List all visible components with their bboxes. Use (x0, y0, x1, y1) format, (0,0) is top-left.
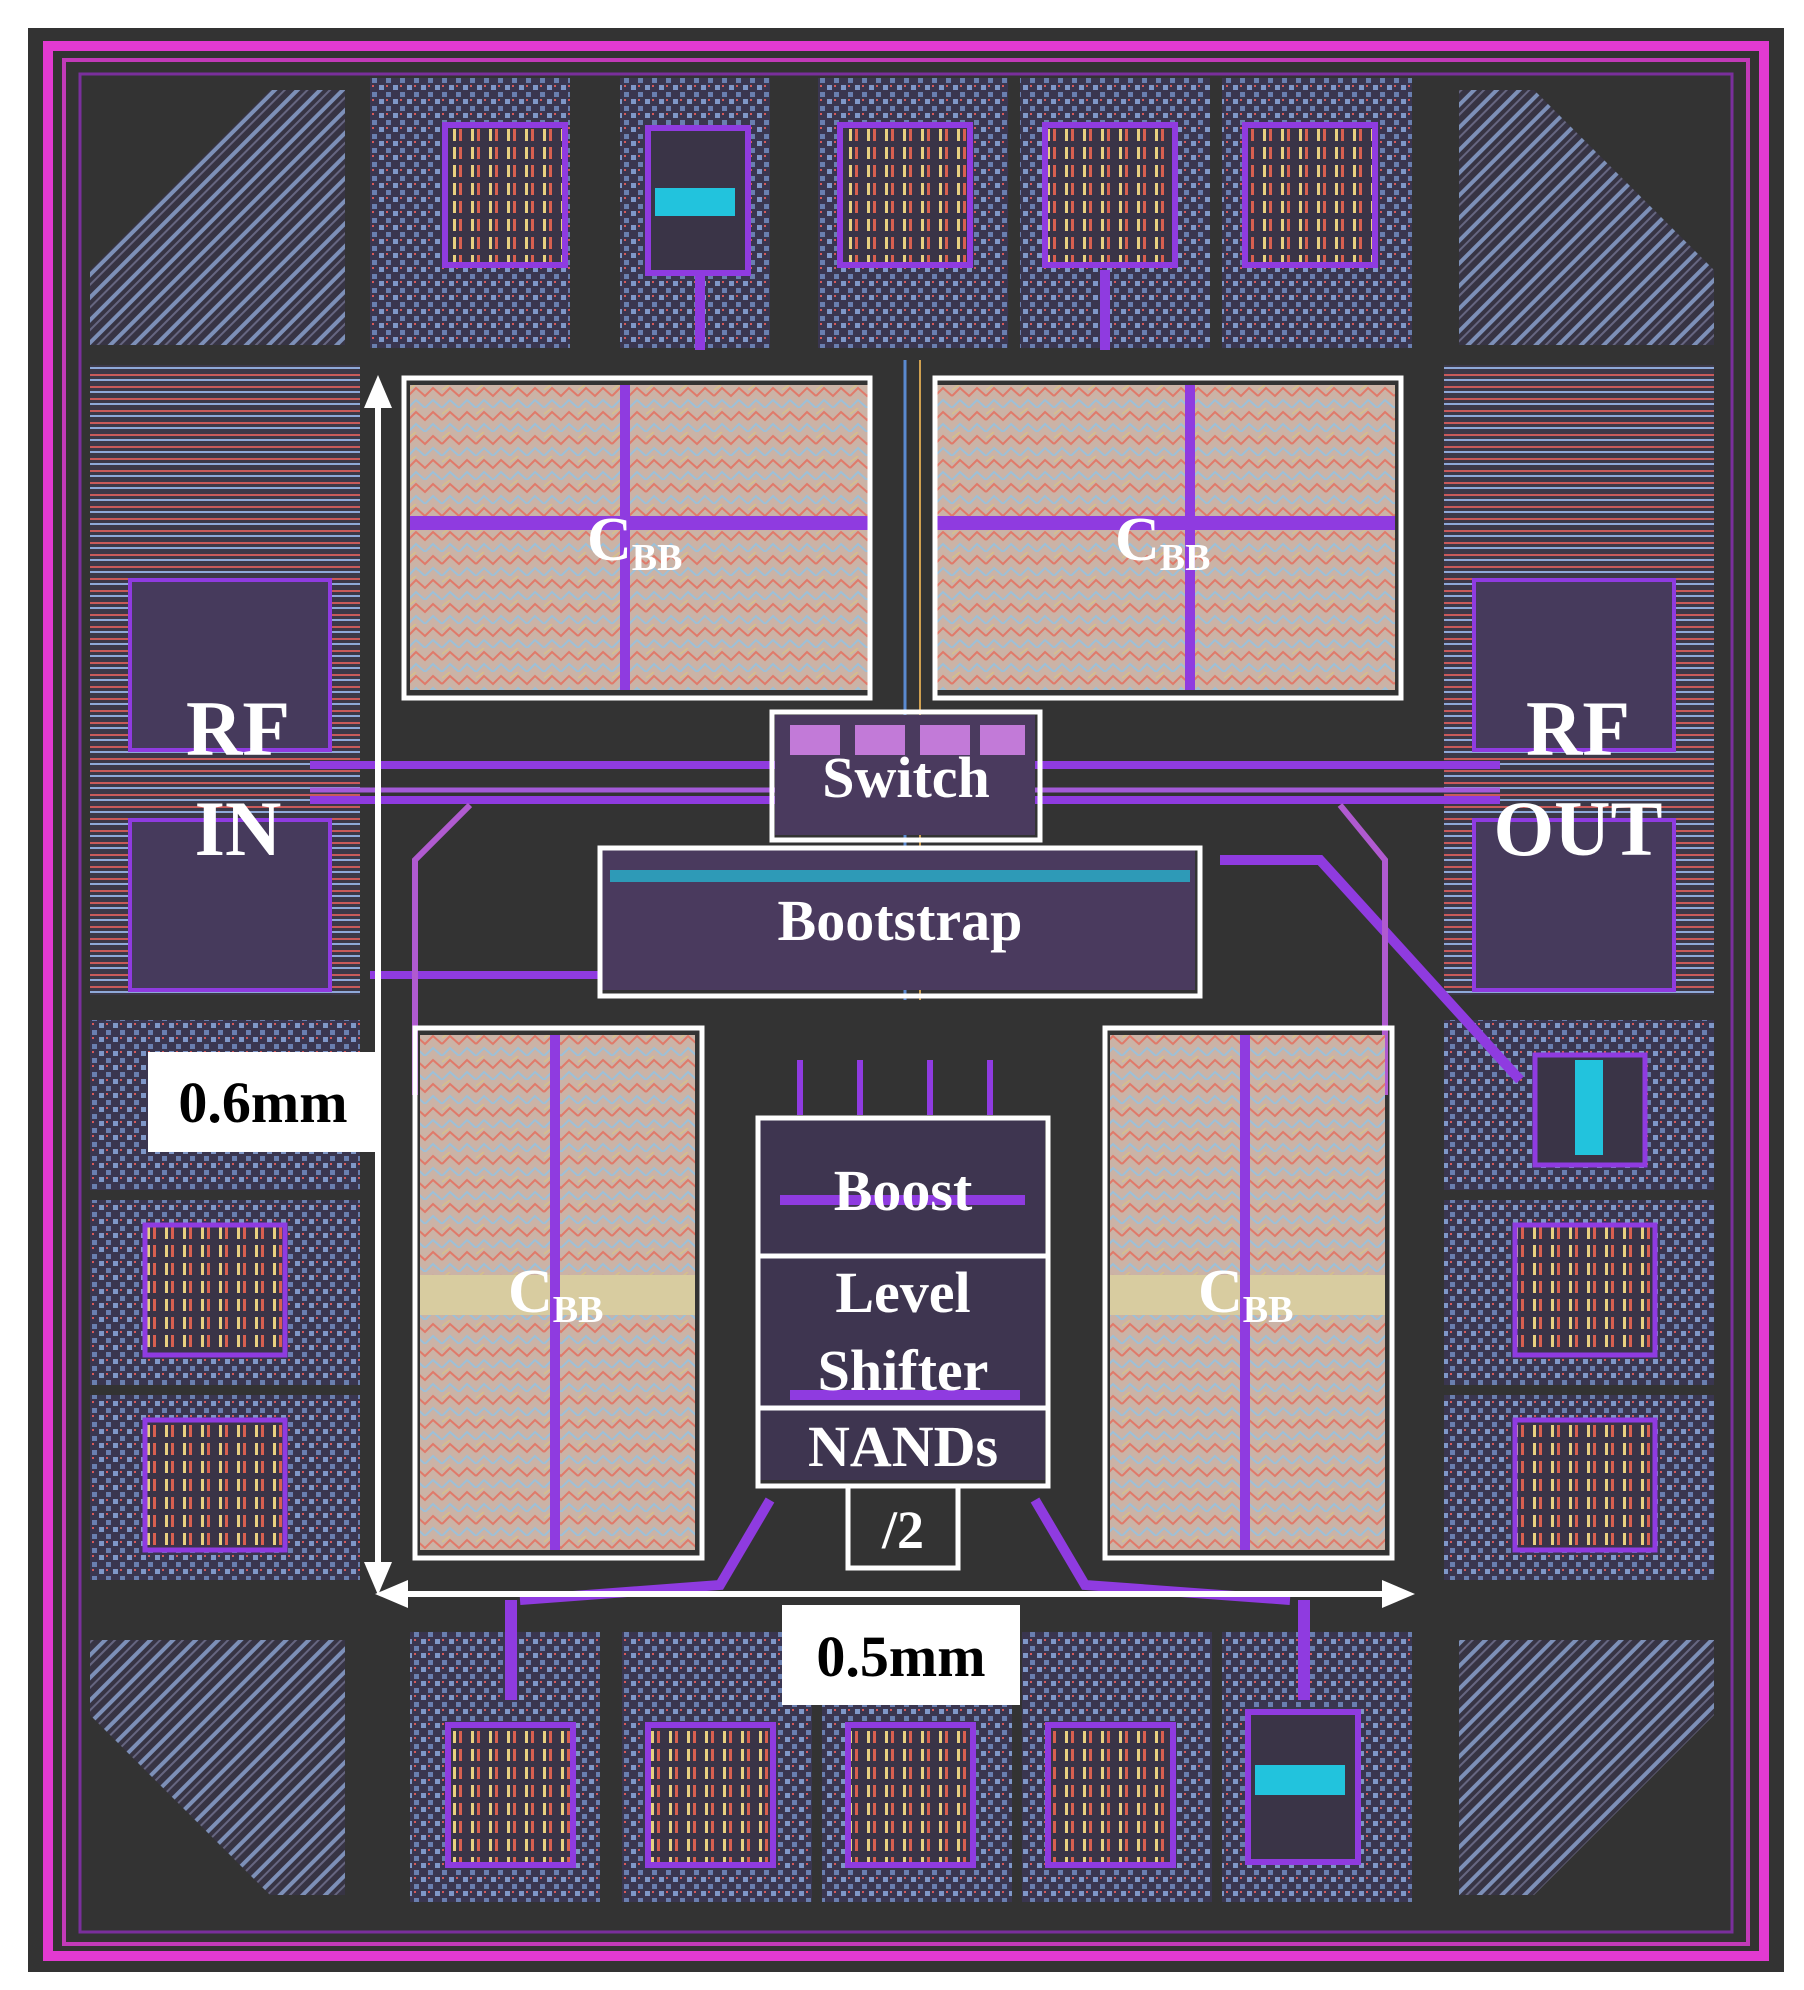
divider-label: /2 (881, 1500, 924, 1560)
rf-out-label-line2: OUT (1493, 785, 1662, 872)
cbb-box-bottom-left (412, 1025, 705, 1561)
top-pad-row (370, 78, 1412, 350)
cbb-label-top-left: CBB (587, 506, 682, 579)
rf-out-label-line1: RF (1526, 685, 1630, 772)
text-labels: CBB CBB CBB CBB Switch Bootstrap Boost L… (178, 506, 1662, 1689)
switch-box (769, 709, 1043, 843)
width-dimension-label: 0.5mm (816, 1624, 985, 1689)
bootstrap-box (597, 845, 1203, 999)
circuit-blocks (600, 715, 1195, 1480)
cbb-label-bottom-right: CBB (1198, 1258, 1293, 1331)
width-dim-box (782, 1605, 1020, 1705)
boost-label: Boost (834, 1158, 973, 1223)
capacitor-arrays (410, 385, 1395, 1550)
nands-label: NANDs (808, 1414, 998, 1479)
seal-ring-inner (62, 58, 1750, 1946)
height-dim-box (148, 1052, 378, 1152)
dimension-arrows (148, 375, 1415, 1705)
cbb-box-top-left (401, 375, 873, 701)
left-pad-column (90, 365, 360, 1580)
highlight-boxes (401, 375, 1404, 1571)
level-shifter-label-line2: Shifter (818, 1338, 989, 1403)
right-pad-column (1444, 365, 1714, 1580)
cbb-box-bottom-right (1102, 1025, 1395, 1561)
height-dimension-label: 0.6mm (178, 1070, 347, 1135)
cbb-label-bottom-left: CBB (508, 1258, 603, 1331)
cbb-box-top-right (932, 375, 1404, 701)
rf-in-label-line2: IN (195, 785, 282, 872)
seal-ring-guard (78, 72, 1734, 1934)
switch-label: Switch (822, 745, 990, 810)
bootstrap-label: Bootstrap (778, 888, 1023, 953)
rf-in-label-line1: RF (186, 685, 290, 772)
corner-structures (90, 90, 1714, 1895)
divider-box (845, 1483, 961, 1571)
seal-ring-outer (43, 41, 1769, 1961)
level-shifter-label-line1: Level (835, 1260, 970, 1325)
cbb-label-top-right: CBB (1115, 506, 1210, 579)
